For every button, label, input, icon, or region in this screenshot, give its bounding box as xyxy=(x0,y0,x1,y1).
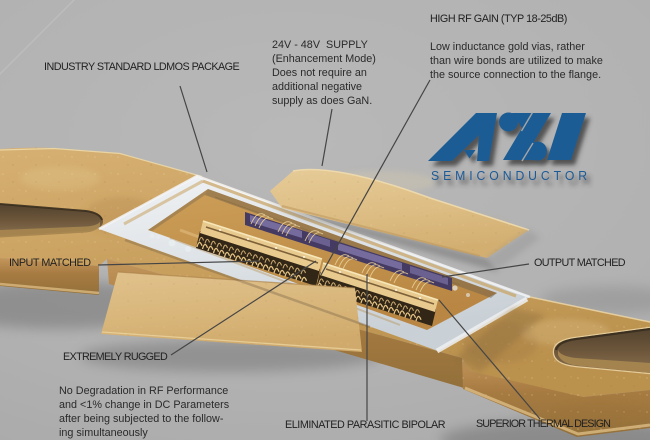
svg-text:SEMICONDUCTOR: SEMICONDUCTOR xyxy=(431,169,591,183)
